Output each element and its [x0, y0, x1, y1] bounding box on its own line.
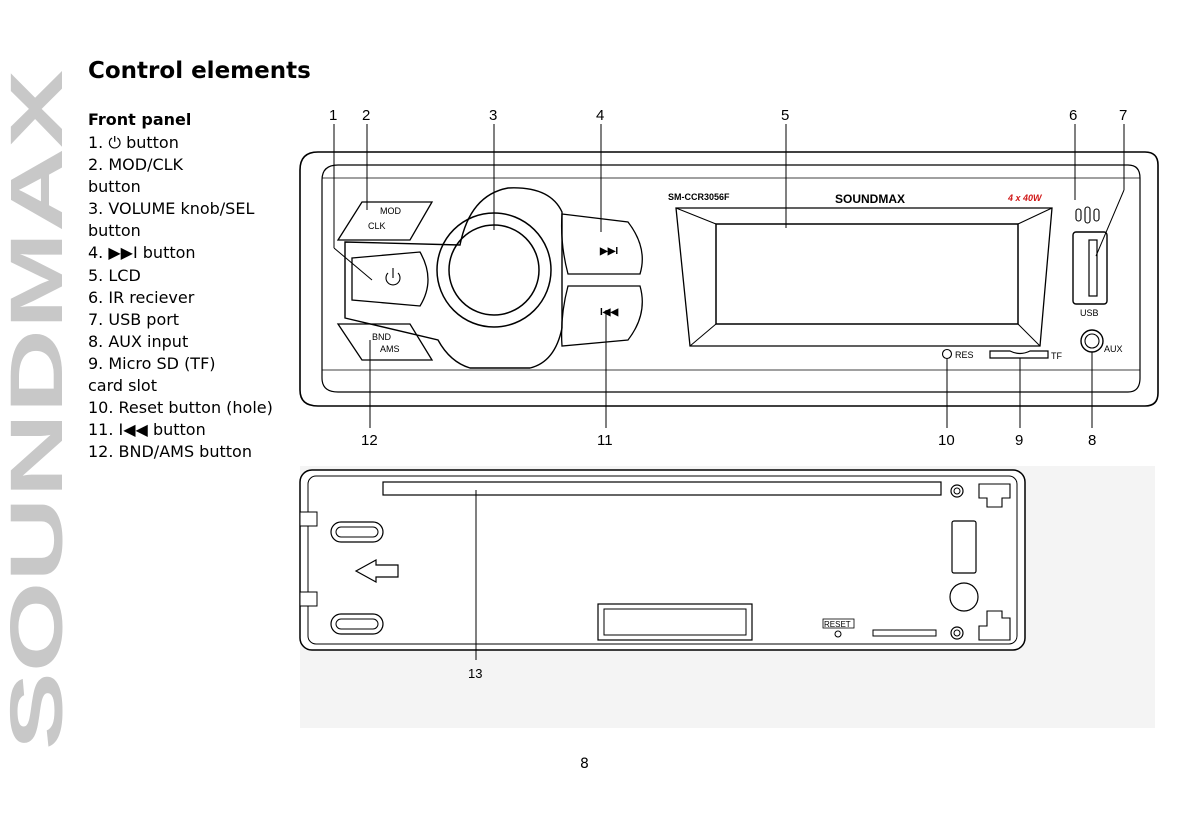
- brand-watermark: SOUNDMAX: [0, 70, 70, 750]
- legend-item: 8. AUX input: [88, 331, 189, 351]
- prev-button[interactable]: I◀◀: [560, 285, 643, 347]
- legend-item: 9. Micro SD (TF): [88, 353, 216, 373]
- front-panel-body: [299, 151, 1159, 407]
- power-icon: [385, 268, 401, 286]
- callout-number: 3: [489, 107, 497, 124]
- legend-item: 12. BND/AMS button: [88, 442, 252, 462]
- callout-number: 5: [781, 107, 789, 124]
- usb-label: USB: [1080, 308, 1099, 318]
- legend-item: 4. ▶▶I button: [88, 243, 196, 263]
- tf-label: TF: [1051, 351, 1062, 361]
- reset-back-label: RESET: [824, 620, 851, 629]
- callout-number: 4: [596, 107, 604, 124]
- prev-icon: I◀◀: [600, 307, 618, 318]
- volume-knob[interactable]: [436, 212, 552, 328]
- aux-input[interactable]: AUX: [1080, 329, 1123, 354]
- aux-label: AUX: [1104, 344, 1123, 354]
- legend-item: 5. LCD: [88, 265, 141, 285]
- bnd-label: BND: [372, 332, 392, 342]
- callout-number: 9: [1015, 432, 1023, 449]
- callout-number: 7: [1119, 107, 1127, 124]
- section-subtitle: Front panel: [88, 110, 192, 129]
- tf-card-slot[interactable]: TF: [989, 350, 1062, 361]
- display-bezel: [675, 207, 1053, 347]
- next-icon: ▶▶I: [599, 246, 618, 257]
- power-rating-label: 4 x 40W: [1007, 193, 1043, 203]
- next-button[interactable]: ▶▶I: [560, 213, 643, 275]
- legend-list: 1. ⏻ button 2. MOD/CLK button 3. VOLUME …: [88, 132, 308, 463]
- bezel-corner: [1017, 323, 1041, 347]
- callout-lines: [333, 124, 1125, 428]
- bezel-corner: [1017, 207, 1053, 225]
- mod-label: MOD: [380, 206, 401, 216]
- control-cluster-outline: [344, 187, 563, 369]
- legend-item: button: [88, 221, 141, 241]
- callout-number: 12: [361, 432, 378, 449]
- bezel-corner: [675, 207, 717, 225]
- brand-watermark-text: SOUNDMAX: [0, 70, 70, 750]
- back-panel-diagram: RESET: [299, 469, 1026, 660]
- ams-label: AMS: [380, 344, 400, 354]
- legend-item: 2. MOD/CLK: [88, 155, 184, 175]
- usb-port[interactable]: USB: [1072, 231, 1108, 318]
- ir-receiver: [1075, 206, 1100, 224]
- callout-number: 13: [468, 666, 482, 681]
- legend-item: button: [88, 177, 141, 197]
- legend-item: card slot: [88, 376, 157, 396]
- model-label: SM-CCR3056F: [668, 192, 730, 202]
- page-number: 8: [580, 756, 589, 772]
- mod-clk-button[interactable]: MOD CLK: [336, 201, 434, 241]
- callout-number: 10: [938, 432, 955, 449]
- callout-number: 11: [597, 432, 613, 449]
- legend-item: 10. Reset button (hole): [88, 398, 273, 418]
- res-label: RES: [955, 350, 974, 360]
- page-title: Control elements: [88, 58, 311, 84]
- legend-item: 1. ⏻ button: [88, 133, 179, 152]
- callout-number: 6: [1069, 107, 1077, 124]
- callout-number: 2: [362, 107, 370, 124]
- arrow-left-icon: [354, 558, 399, 584]
- callout-numbers: 1 2 3 4 5 6 7 12 11 10 9 8: [329, 107, 1127, 449]
- lcd-screen: [715, 223, 1019, 325]
- front-panel-inner: [321, 164, 1141, 393]
- legend-item: 7. USB port: [88, 309, 180, 329]
- bnd-ams-button[interactable]: BND AMS: [336, 323, 434, 361]
- legend-item: 11. I◀◀ button: [88, 420, 206, 440]
- brand-label: SOUNDMAX: [835, 192, 905, 206]
- clk-label: CLK: [368, 221, 386, 231]
- power-button[interactable]: [351, 251, 429, 307]
- callout-number: 8: [1088, 432, 1096, 449]
- bezel-corner: [689, 323, 717, 347]
- callout-number: 1: [329, 107, 337, 124]
- legend-item: 6. IR reciever: [88, 287, 195, 307]
- legend-item: 3. VOLUME knob/SEL: [88, 199, 255, 219]
